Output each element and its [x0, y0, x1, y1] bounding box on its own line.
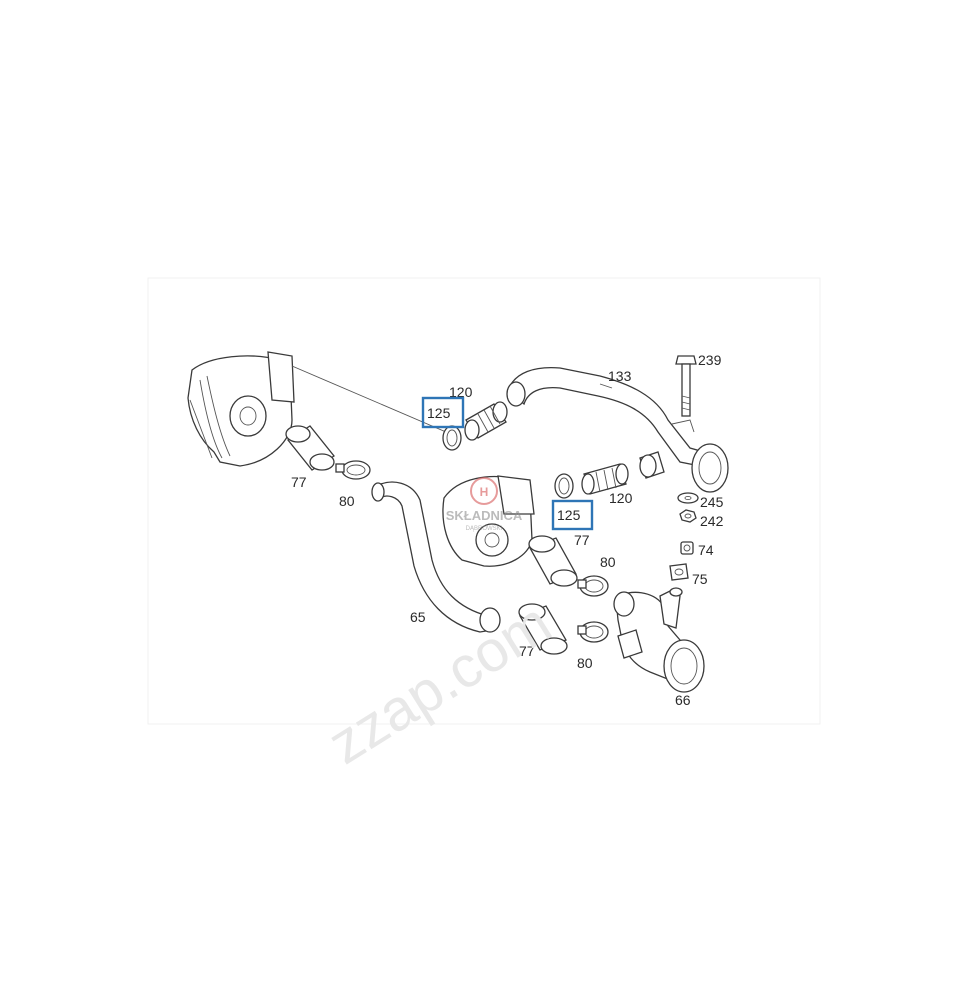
label-75: 75: [692, 571, 708, 587]
hose-77-lower: [518, 603, 568, 655]
fitting-75: [669, 563, 689, 581]
sleeve-120-upper: [464, 401, 508, 441]
logo-name: SKŁADNICA: [446, 508, 523, 523]
label-74: 74: [698, 542, 714, 558]
clamp-80-upper: [335, 460, 371, 480]
label-65: 65: [410, 609, 426, 625]
label-133: 133: [608, 368, 632, 384]
highlight-box-125-lower: [551, 499, 594, 531]
label-80-upper: 80: [339, 493, 355, 509]
turbo-housing-upper: [187, 351, 295, 467]
label-120-upper: 120: [449, 384, 473, 400]
label-66: 66: [675, 692, 691, 708]
logo-sub: DĄBROWSKI: [466, 526, 503, 532]
clamp-80-middle: [577, 575, 609, 597]
seal-ring-125-lower: [554, 473, 574, 499]
pipe-65: [371, 481, 501, 633]
seal-ring-125-upper: [442, 425, 462, 451]
label-245: 245: [700, 494, 724, 510]
svg-text:H: H: [480, 485, 489, 499]
label-80-lower: 80: [577, 655, 593, 671]
hose-77-middle: [528, 535, 578, 587]
label-77-middle: 77: [574, 532, 590, 548]
watermark-logo: H SKŁADNICA DĄBROWSKI: [446, 477, 523, 532]
washer-245: [677, 492, 699, 504]
pipe-66: [613, 587, 705, 693]
label-120-lower: 120: [609, 490, 633, 506]
label-125-upper: 125: [427, 405, 451, 421]
label-125-lower: 125: [557, 507, 581, 523]
hose-77-upper: [285, 425, 335, 471]
pipe-133: [506, 366, 729, 493]
label-242: 242: [700, 513, 724, 529]
highlight-box-125-upper: [421, 396, 465, 429]
label-239: 239: [698, 352, 722, 368]
nut-242: [679, 509, 697, 523]
label-77-upper: 77: [291, 474, 307, 490]
sleeve-120-lower: [581, 463, 629, 495]
label-80-middle: 80: [600, 554, 616, 570]
turbo-housing-middle: [442, 475, 535, 567]
bolt-239: [675, 355, 697, 417]
clamp-80-lower: [577, 621, 609, 643]
label-77-lower: 77: [519, 643, 535, 659]
fitting-74: [680, 541, 694, 555]
